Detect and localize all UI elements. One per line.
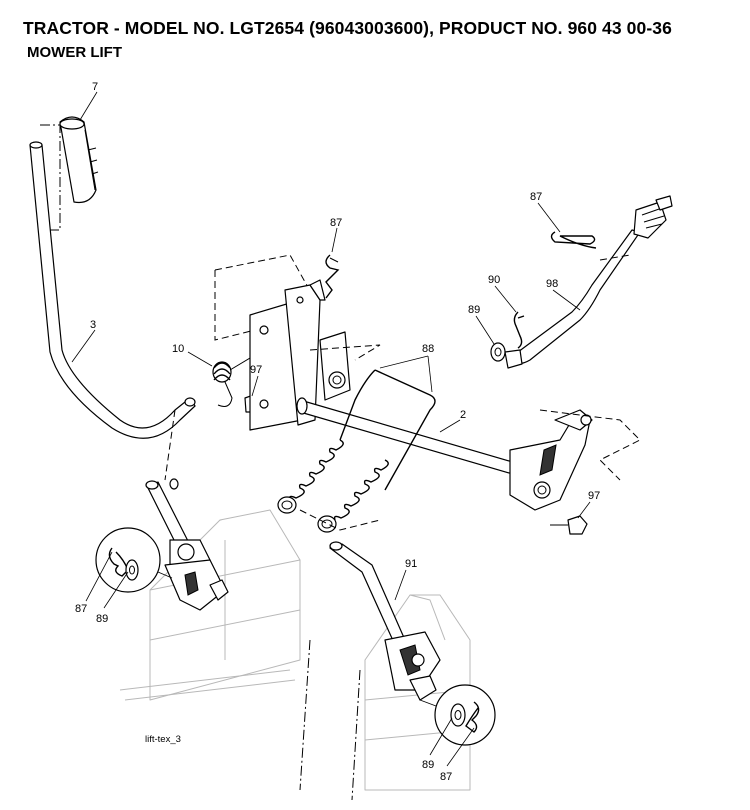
- part-88-springs: [277, 369, 436, 533]
- callout-97-left: 97: [250, 364, 262, 376]
- part-87-clip-right: [550, 231, 597, 249]
- part-91-right-lift-arm: [329, 541, 441, 701]
- callout-labels: 7 3 10 97 87 88 2 87 90 98 89 97 87 89 9…: [75, 81, 600, 783]
- callout-89-left-detail: 89: [96, 613, 108, 625]
- part-89-washer-top: [490, 342, 506, 362]
- leader-lines: [71, 91, 591, 767]
- page-title: TRACTOR - MODEL NO. LGT2654 (96043003600…: [23, 18, 672, 38]
- section-subtitle: MOWER LIFT: [27, 44, 122, 61]
- detail-circle-right: [419, 684, 496, 746]
- part-87-clip-center: [325, 254, 340, 299]
- part-97-nut-right: [550, 515, 588, 535]
- part-3-lift-handle: [29, 141, 196, 481]
- callout-91: 91: [405, 558, 417, 570]
- callout-97-right: 97: [588, 490, 600, 502]
- lift-bracket: [214, 254, 381, 431]
- callout-87-right-detail: 87: [440, 771, 452, 783]
- callout-10: 10: [172, 343, 184, 355]
- part-98-lift-link: [504, 195, 673, 369]
- spring-coil-right: [317, 459, 389, 533]
- spring-coil-left: [277, 439, 344, 514]
- callout-87-center: 87: [330, 217, 342, 229]
- left-lift-arm: [145, 478, 229, 611]
- callout-87-right: 87: [530, 191, 542, 203]
- detail-circle-left: [95, 527, 173, 593]
- callout-7: 7: [92, 81, 98, 93]
- callout-89-top: 89: [468, 304, 480, 316]
- callout-90: 90: [488, 274, 500, 286]
- callout-2: 2: [460, 409, 466, 421]
- callout-89-right-detail: 89: [422, 759, 434, 771]
- part-2-cross-shaft: [296, 397, 641, 511]
- callout-88: 88: [422, 343, 434, 355]
- part-90-clip: [513, 311, 525, 349]
- callout-98: 98: [546, 278, 558, 290]
- callout-3: 3: [90, 319, 96, 331]
- figure-reference: lift-tex_3: [145, 734, 181, 745]
- callout-87-left-detail: 87: [75, 603, 87, 615]
